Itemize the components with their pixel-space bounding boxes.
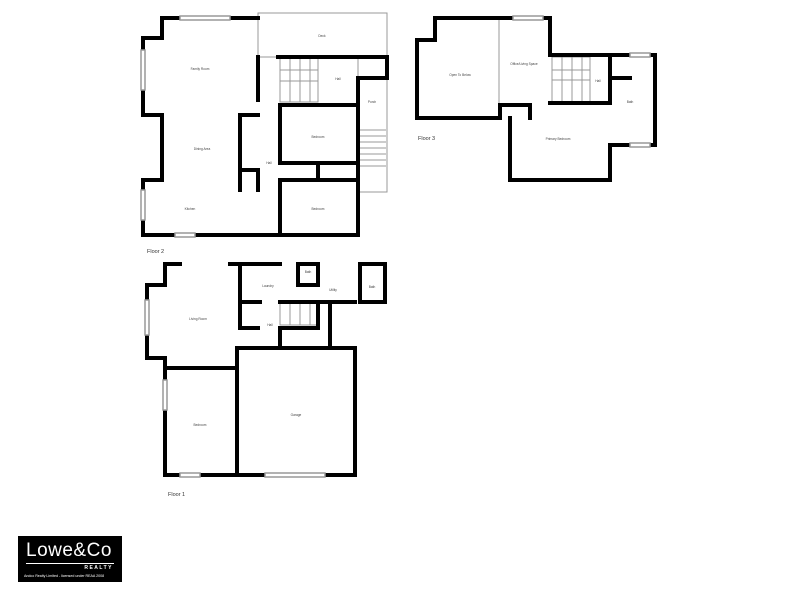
room-label: Deck [318, 34, 326, 38]
room-label: Open To Below [449, 73, 471, 77]
floor-1-stairs [279, 302, 319, 326]
window [144, 299, 150, 336]
room-label: Hall [266, 161, 272, 165]
logo-divider [26, 563, 114, 564]
floor-1-plan: Living Room Laundry Bath Utility Bath Ha… [144, 262, 387, 498]
room-label: Bedroom [194, 423, 207, 427]
window [629, 142, 651, 148]
window [174, 232, 196, 238]
floor-2-stairs [279, 57, 319, 103]
logo-license: Andco Realty Limited - licensed under RE… [24, 574, 105, 578]
room-label: Primary Bedroom [546, 137, 571, 141]
floor-label: Floor 1 [168, 492, 185, 498]
porch-stairs [360, 129, 386, 167]
floor-3-inner-wall [548, 53, 632, 105]
floor-2-plan: Family Room Deck Hall Porch Bedroom Dini… [140, 12, 389, 255]
room-label: Bath [627, 100, 634, 104]
room-label: Garage [291, 413, 302, 417]
window [179, 15, 231, 21]
window [140, 49, 146, 91]
room-label: Hall [595, 79, 601, 83]
floor-2-bedroom2-wall [278, 161, 360, 237]
floor-1-outer-wall [145, 262, 357, 477]
floor-1-inner-wall [228, 262, 387, 350]
room-label: Dining Area [194, 147, 211, 151]
garage-door [264, 472, 326, 478]
floor-2-outer-wall [141, 16, 360, 237]
floor-2-bedroom-wall [276, 55, 389, 165]
room-label: Hall [335, 77, 341, 81]
room-label: Family Room [191, 67, 210, 71]
room-label: Kitchen [185, 207, 196, 211]
window [140, 189, 146, 221]
window [179, 472, 201, 478]
floor-label: Floor 3 [418, 136, 435, 142]
room-label: Hall [267, 323, 273, 327]
room-label: Office/Living Space [510, 62, 538, 66]
company-logo: Lowe&Co REALTY Andco Realty Limited - li… [18, 536, 122, 582]
room-label: Living Room [189, 317, 207, 321]
room-label: Laundry [262, 284, 274, 288]
window [512, 15, 544, 21]
floor-label: Floor 2 [147, 249, 164, 255]
floor-2-closet-wall [238, 113, 260, 192]
floor-3-stairs [551, 56, 591, 104]
room-label: Bath [305, 270, 312, 274]
room-label: Utility [329, 288, 337, 292]
room-label: Bath [369, 285, 376, 289]
logo-tagline: REALTY [84, 565, 113, 571]
logo-name: Lowe&Co [26, 540, 112, 561]
room-label: Bedroom [312, 135, 325, 139]
room-label: Bedroom [312, 207, 325, 211]
window [629, 52, 651, 58]
floor-3-outer-wall [415, 16, 657, 182]
room-label: Porch [368, 100, 377, 104]
window [162, 379, 168, 411]
floor-3-plan: Open To Below Office/Living Space Hall B… [415, 15, 657, 182]
